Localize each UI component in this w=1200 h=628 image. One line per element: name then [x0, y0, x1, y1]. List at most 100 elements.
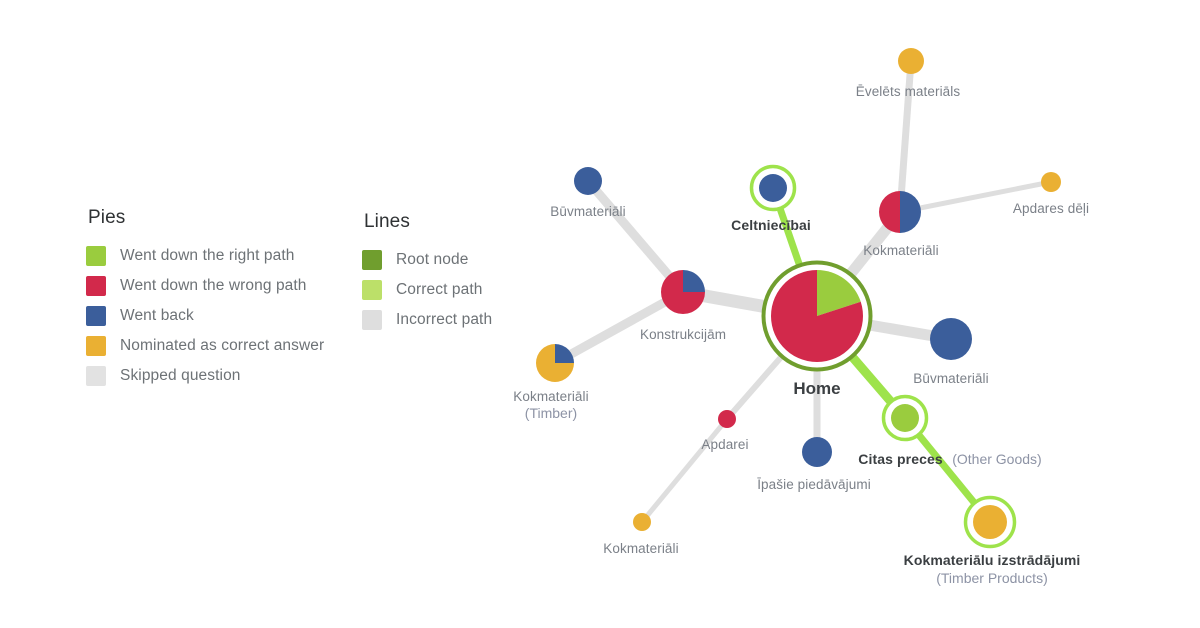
legend-swatch-icon [86, 276, 106, 296]
legend-item[interactable]: Nominated as correct answer [86, 335, 324, 357]
pie-slice-went_back [900, 191, 921, 233]
legend-item-label: Went down the right path [120, 247, 295, 264]
node-label-apdares_deli: Apdares dēļi [1013, 200, 1089, 217]
node-label-main: Celtniecībai [731, 217, 811, 233]
node-label-home: Home [793, 379, 841, 398]
node-label-buvmat_r: Būvmateriāli [913, 370, 988, 387]
graph-edge-incorrect [640, 417, 729, 524]
graph-node-buvmat_r[interactable] [930, 318, 972, 360]
pie-slice-went_back [574, 167, 602, 195]
node-label-ipasie: Īpašie piedāvājumi [757, 476, 871, 493]
graph-edge-incorrect [552, 288, 686, 367]
pie-slice-wrong_path [879, 191, 900, 233]
node-label-kokmat_timber: Kokmateriāli(Timber) [513, 388, 588, 423]
graph-node-citas_preces[interactable] [881, 394, 929, 442]
node-label-main: Kokmateriālu izstrādājumi [903, 552, 1081, 568]
graph-node-evelets[interactable] [898, 48, 924, 74]
node-label-main: Ēvelēts materiāls [855, 84, 961, 99]
node-label-main: Īpašie piedāvājumi [757, 477, 871, 492]
node-label-buvmat_tl: Būvmateriāli [550, 203, 625, 220]
node-label-kokmat_izstr: Kokmateriālu izstrādājumi(Timber Product… [904, 552, 1081, 588]
node-label-translation: (Other Goods) [952, 451, 1042, 467]
graph-edge-incorrect [899, 179, 1052, 215]
pie-slice-wrong_path [770, 270, 863, 362]
legend-item[interactable]: Root node [362, 249, 492, 271]
node-label-celtniecibai: Celtniecībai [731, 217, 811, 235]
pie-slice-went_back [683, 270, 705, 292]
pie-slice-wrong_path [718, 410, 736, 428]
node-label-main: Konstrukcijām [639, 327, 727, 342]
legend-item-label: Skipped question [120, 367, 241, 384]
pie-slice-went_back [802, 437, 832, 467]
legend-item[interactable]: Correct path [362, 279, 492, 301]
graph-node-konstrukcijam[interactable] [661, 270, 705, 314]
legend-item-label: Nominated as correct answer [120, 337, 325, 354]
legend-swatch-icon [86, 246, 106, 266]
legend-item[interactable]: Incorrect path [362, 309, 492, 331]
node-highlight-ring-icon [761, 260, 873, 372]
pie-slice-went_back [759, 174, 787, 202]
legend-swatch-icon [362, 280, 382, 300]
node-highlight-ring-icon [963, 495, 1017, 549]
graph-node-kokmat_bl[interactable] [633, 513, 651, 531]
legend-pies-title: Pies [88, 207, 126, 228]
legend-item-label: Root node [396, 251, 469, 268]
pie-slice-nominated [633, 513, 651, 531]
node-label-main: Citas preces [858, 451, 943, 467]
graph-node-apdares_deli[interactable] [1041, 172, 1061, 192]
graph-node-kokmat_izstr[interactable] [963, 495, 1017, 549]
pie-slice-went_back [555, 344, 574, 363]
node-label-main: Kokmateriāli [603, 541, 679, 556]
node-label-main: Būvmateriāli [913, 371, 989, 386]
node-label-main: Apdarei [701, 437, 749, 452]
legend-swatch-icon [86, 306, 106, 326]
graph-node-kokmat_tr[interactable] [879, 191, 921, 233]
graph-node-buvmat_tl[interactable] [574, 167, 602, 195]
pie-slice-nominated [1041, 172, 1061, 192]
pie-slice-right_path [817, 270, 861, 316]
legend-item-label: Correct path [396, 281, 483, 298]
node-label-main: Kokmateriāli [513, 389, 589, 404]
node-highlight-ring-icon [881, 394, 929, 442]
graph-node-celtniecibai[interactable] [749, 164, 797, 212]
nodes-layer [536, 48, 1061, 549]
node-label-kokmat_tr: Kokmateriāli [863, 242, 938, 259]
legend-item[interactable]: Skipped question [86, 365, 324, 387]
pie-slice-nominated [973, 505, 1007, 539]
legend-item-label: Incorrect path [396, 311, 493, 328]
pie-slice-right_path [891, 404, 919, 432]
node-label-translation: (Timber Products) [936, 569, 1048, 586]
pie-slice-nominated [898, 48, 924, 74]
node-label-citas_preces: Citas preces (Other Goods) [858, 450, 1041, 470]
pie-slice-went_back [930, 318, 972, 360]
node-label-main: Kokmateriāli [863, 243, 939, 258]
pie-slice-wrong_path [661, 270, 705, 314]
graph-node-kokmat_timber[interactable] [536, 344, 574, 382]
node-label-translation: (Timber) [524, 405, 578, 422]
node-label-kokmat_bl: Kokmateriāli [603, 540, 678, 557]
legend-item[interactable]: Went back [86, 305, 324, 327]
legend-item[interactable]: Went down the right path [86, 245, 324, 267]
legend-swatch-icon [86, 366, 106, 386]
legend-lines-title: Lines [364, 211, 410, 232]
graph-node-ipasie[interactable] [802, 437, 832, 467]
graph-node-apdarei[interactable] [718, 410, 736, 428]
legend-item-label: Went down the wrong path [120, 277, 307, 294]
graph-node-home[interactable] [761, 260, 873, 372]
node-label-evelets: Ēvelēts materiāls [856, 83, 961, 100]
graph-edge-incorrect [584, 178, 687, 295]
legend-item[interactable]: Went down the wrong path [86, 275, 324, 297]
node-label-main: Apdares dēļi [1012, 201, 1090, 216]
legend-swatch-icon [362, 310, 382, 330]
node-label-main: Būvmateriāli [550, 204, 626, 219]
node-highlight-ring-icon [749, 164, 797, 212]
graph-edge-incorrect [896, 60, 915, 213]
legend-swatch-icon [86, 336, 106, 356]
legend-item-label: Went back [120, 307, 194, 324]
